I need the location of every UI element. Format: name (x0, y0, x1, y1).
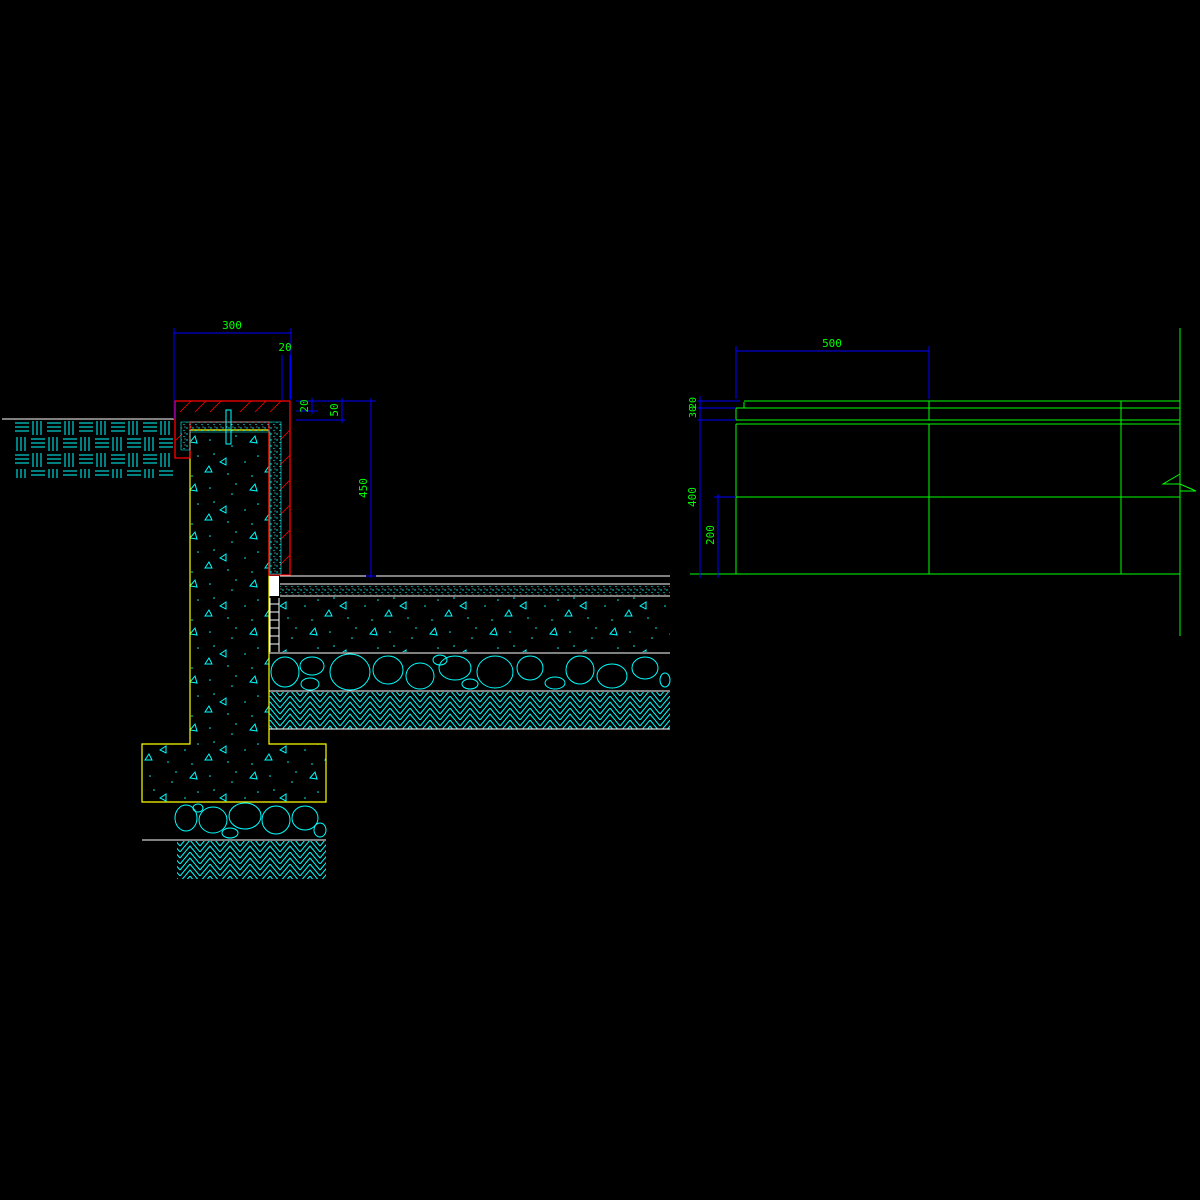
rubble-stone-layer (270, 653, 671, 691)
dim-500: 500 (735, 337, 930, 399)
dim-30-label: 30 (688, 406, 699, 418)
dim-50-label: 50 (328, 403, 341, 416)
section-view: 300 20 20 50 450 (2, 319, 671, 879)
joint-ladder (269, 598, 280, 652)
dim-vertical-elevation: 30 20 400 200 (686, 396, 740, 578)
coping-hatch (175, 400, 291, 566)
compacted-soil-right (269, 692, 670, 729)
dowel-pin (225, 409, 232, 445)
dim-500-label: 500 (822, 337, 842, 350)
dim-20-label-elev: 20 (688, 397, 699, 409)
break-symbol (1161, 473, 1197, 492)
dim-20-top: 20 (278, 341, 292, 400)
dim-20-top-label: 20 (278, 341, 291, 354)
dim-200-label: 200 (704, 525, 717, 545)
compacted-soil-footing (177, 841, 326, 879)
dim-20-50: 20 50 (296, 398, 376, 423)
joint-filler (269, 576, 279, 596)
dim-450-label: 450 (357, 478, 370, 498)
dim-450: 450 (357, 398, 376, 578)
dim-400-label: 400 (686, 487, 699, 507)
mortar-bed (180, 421, 282, 575)
dim-300: 300 (173, 319, 292, 419)
sand-bed (280, 586, 670, 595)
soil-hatch-left (14, 420, 174, 478)
dim-300-label: 300 (222, 319, 242, 332)
elevation-view: 500 30 20 400 200 (686, 328, 1197, 636)
concrete-base-layer (280, 597, 670, 652)
dim-20-label: 20 (298, 399, 311, 412)
footing-rubble (174, 802, 327, 839)
